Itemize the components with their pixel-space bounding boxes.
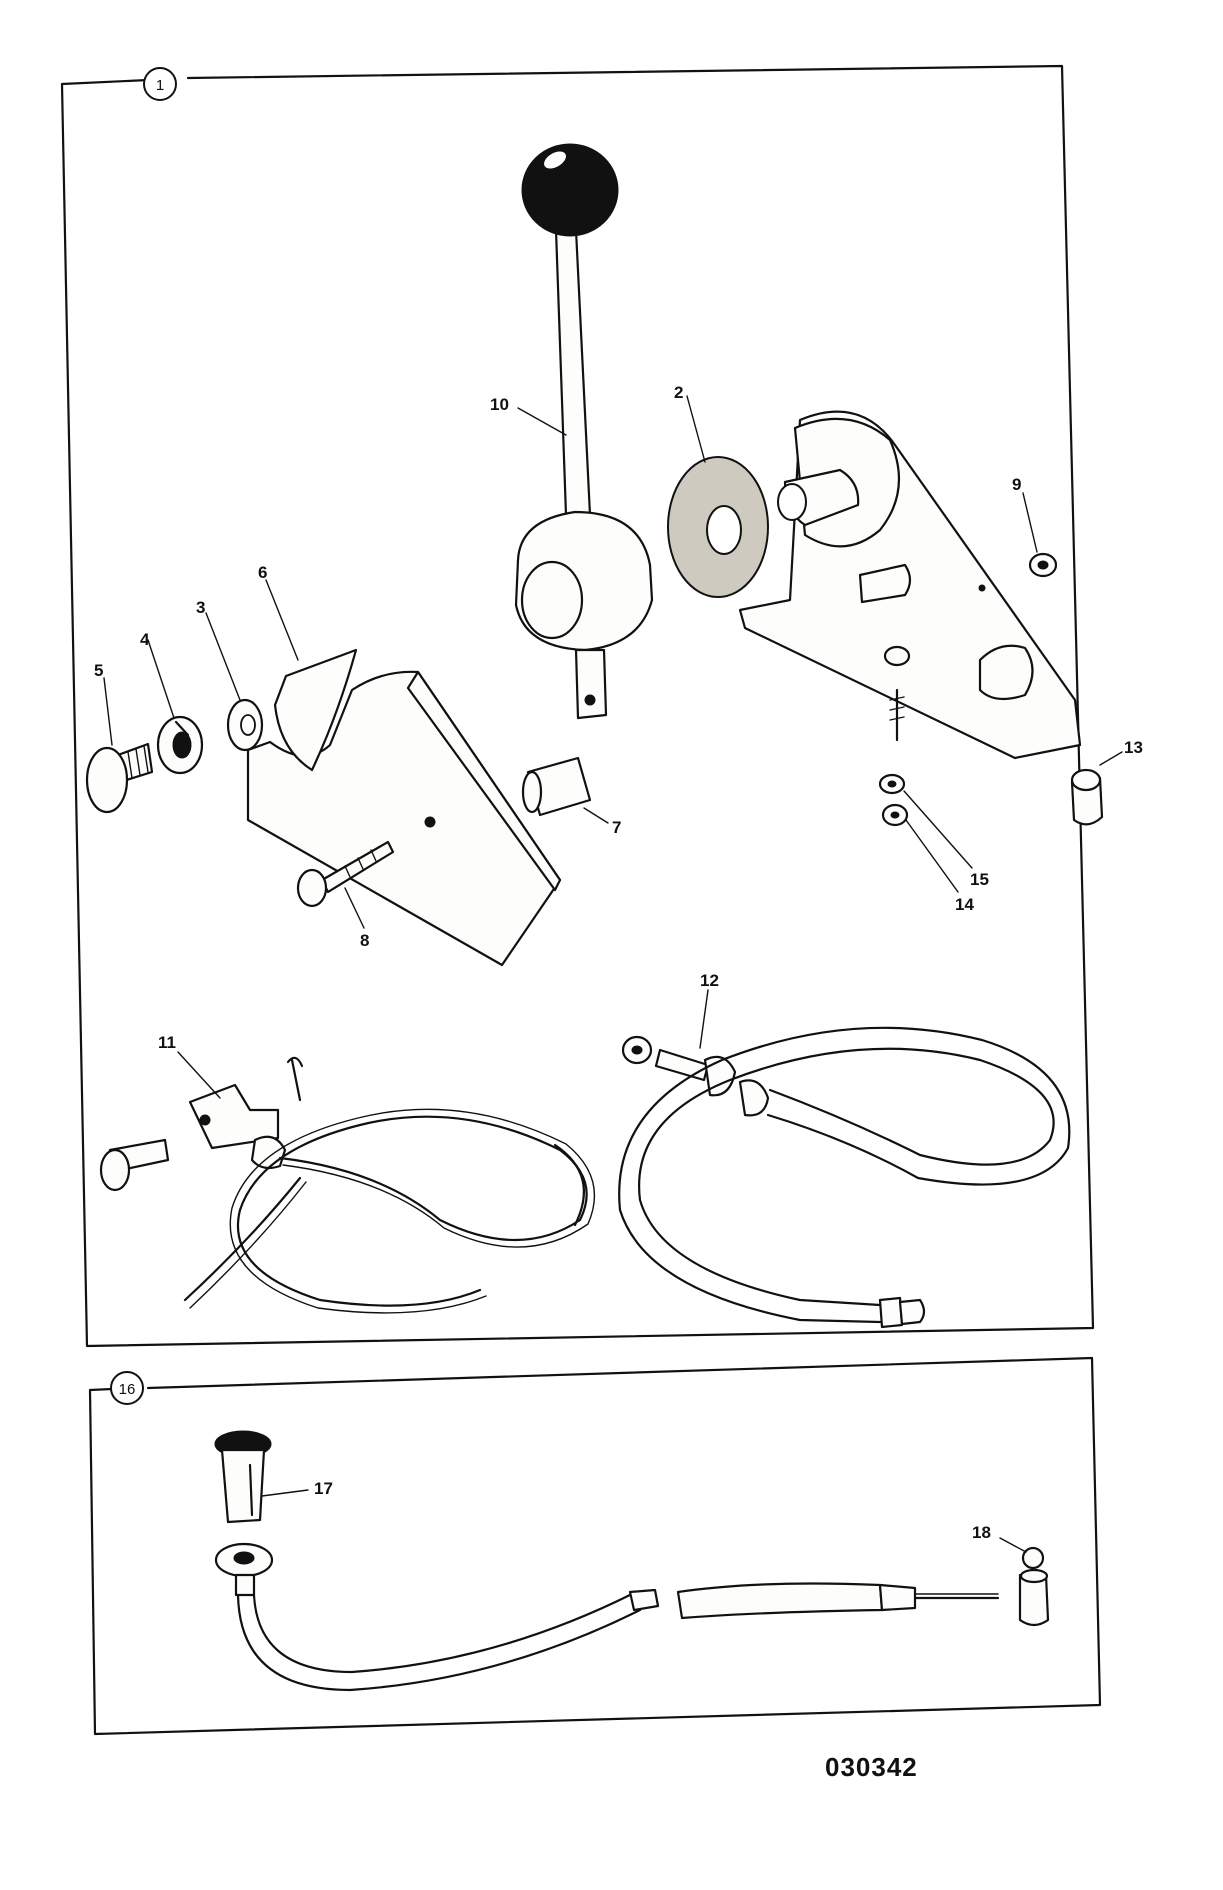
callout-4: 4 — [140, 630, 150, 649]
callout-13: 13 — [1124, 738, 1143, 757]
gear-lever-part — [514, 143, 654, 720]
choke-cable-part — [236, 1582, 1000, 1692]
plate-6-part — [273, 648, 358, 772]
callout-7: 7 — [612, 818, 621, 837]
callout-10: 10 — [490, 395, 509, 414]
drawing-number: 030342 — [825, 1752, 918, 1782]
callout-12: 12 — [700, 971, 719, 990]
callout-18: 18 — [972, 1523, 991, 1542]
pull-knob-17-part — [214, 1430, 274, 1597]
screw-8-part — [296, 840, 395, 908]
callout-17: 17 — [314, 1479, 333, 1498]
spring-washer-4-part — [156, 715, 204, 775]
washer-3-part — [226, 698, 264, 752]
trunnion-18-part — [1018, 1546, 1050, 1627]
nut-9-part — [1028, 552, 1058, 578]
washer-15-part — [878, 773, 906, 795]
callout-9: 9 — [1012, 475, 1021, 494]
group-16-label: 16 — [119, 1381, 136, 1398]
callout-14: 14 — [955, 895, 974, 914]
callout-15: 15 — [970, 870, 989, 889]
callout-8: 8 — [360, 931, 369, 950]
bolt-5-part — [85, 742, 154, 814]
friction-washer-part — [667, 456, 769, 598]
spacer-7-part — [521, 756, 592, 817]
group-16-frame: 16 — [88, 1356, 1102, 1736]
callout-6: 6 — [258, 563, 267, 582]
group-1-frame: 1 — [60, 64, 1095, 1348]
inner-cable-11-part — [99, 1056, 596, 1314]
callout-2: 2 — [674, 383, 683, 402]
callout-3: 3 — [196, 598, 205, 617]
washer-14-part — [881, 803, 909, 827]
callout-5: 5 — [94, 661, 103, 680]
callout-11: 11 — [158, 1033, 176, 1052]
mounting-bracket-part — [738, 410, 1082, 760]
cap-13-part — [1070, 768, 1104, 826]
outer-cable-12-part — [618, 1026, 1071, 1329]
group-1-label: 1 — [156, 77, 164, 94]
